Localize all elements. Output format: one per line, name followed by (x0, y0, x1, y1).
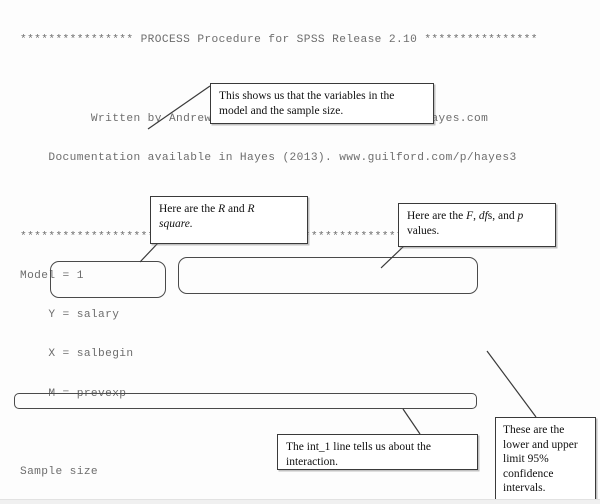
callout-confidence-line4: confidence (503, 467, 554, 480)
callout-interaction: The int_1 line tells us about the intera… (277, 434, 478, 470)
callout-r-square-line2: square. (159, 217, 193, 230)
callout-f-df-p-line1: Here are the F, dfs, and p (407, 209, 548, 224)
callout-r-square: Here are the R and R square. (150, 196, 308, 244)
callout-interaction-line2: interaction. (286, 455, 339, 468)
callout-f-df-p: Here are the F, dfs, and p values. (398, 203, 556, 247)
callout-r-square-symbol-r2: R (247, 203, 255, 215)
callout-confidence-line2: lower and upper (503, 438, 578, 451)
output-sample-size-label: Sample size (20, 466, 99, 479)
callout-r-square-line1: Here are the R and R (159, 202, 300, 217)
output-x-line: X = salbegin (20, 348, 134, 361)
callout-variables-line1: This shows us that the variables in the (219, 90, 395, 102)
callout-confidence-line3: limit 95% (503, 453, 549, 465)
callout-interaction-line1: The int_1 line tells us about the (286, 441, 432, 453)
highlight-int1-row-box (14, 393, 477, 409)
callout-confidence-intervals: These are the lower and upper limit 95% … (495, 417, 596, 503)
callout-f-df-p-line2: values. (407, 224, 440, 237)
output-model-line: Model = 1 (20, 269, 84, 282)
callout-confidence-line1: These are the (503, 424, 565, 436)
callout-f-df-p-text-b: , (473, 210, 479, 222)
output-y-line: Y = salary (20, 309, 120, 322)
callout-confidence-line5: intervals. (503, 482, 546, 494)
callout-variables-line2: model and the sample size. (219, 104, 344, 117)
callout-r-square-text-b: and (225, 203, 248, 215)
highlight-r-rsq-box (50, 261, 166, 298)
output-header-stars: **************** PROCESS Procedure for S… (20, 34, 538, 47)
callout-f-df-p-symbol-f: F (466, 210, 474, 222)
highlight-f-df-p-box (178, 257, 478, 294)
callout-variables: This shows us that the variables in the … (210, 83, 434, 124)
callout-f-df-p-text-c: s, and (487, 210, 518, 222)
output-documentation: Documentation available in Hayes (2013).… (20, 152, 517, 165)
callout-f-df-p-text-a: Here are the (407, 210, 467, 222)
callout-r-square-symbol-r1: R (218, 203, 226, 215)
callout-r-square-text-a: Here are the (159, 203, 219, 215)
callout-f-df-p-symbol-p: p (517, 210, 524, 222)
callout-f-df-p-symbol-df: df (478, 210, 488, 222)
